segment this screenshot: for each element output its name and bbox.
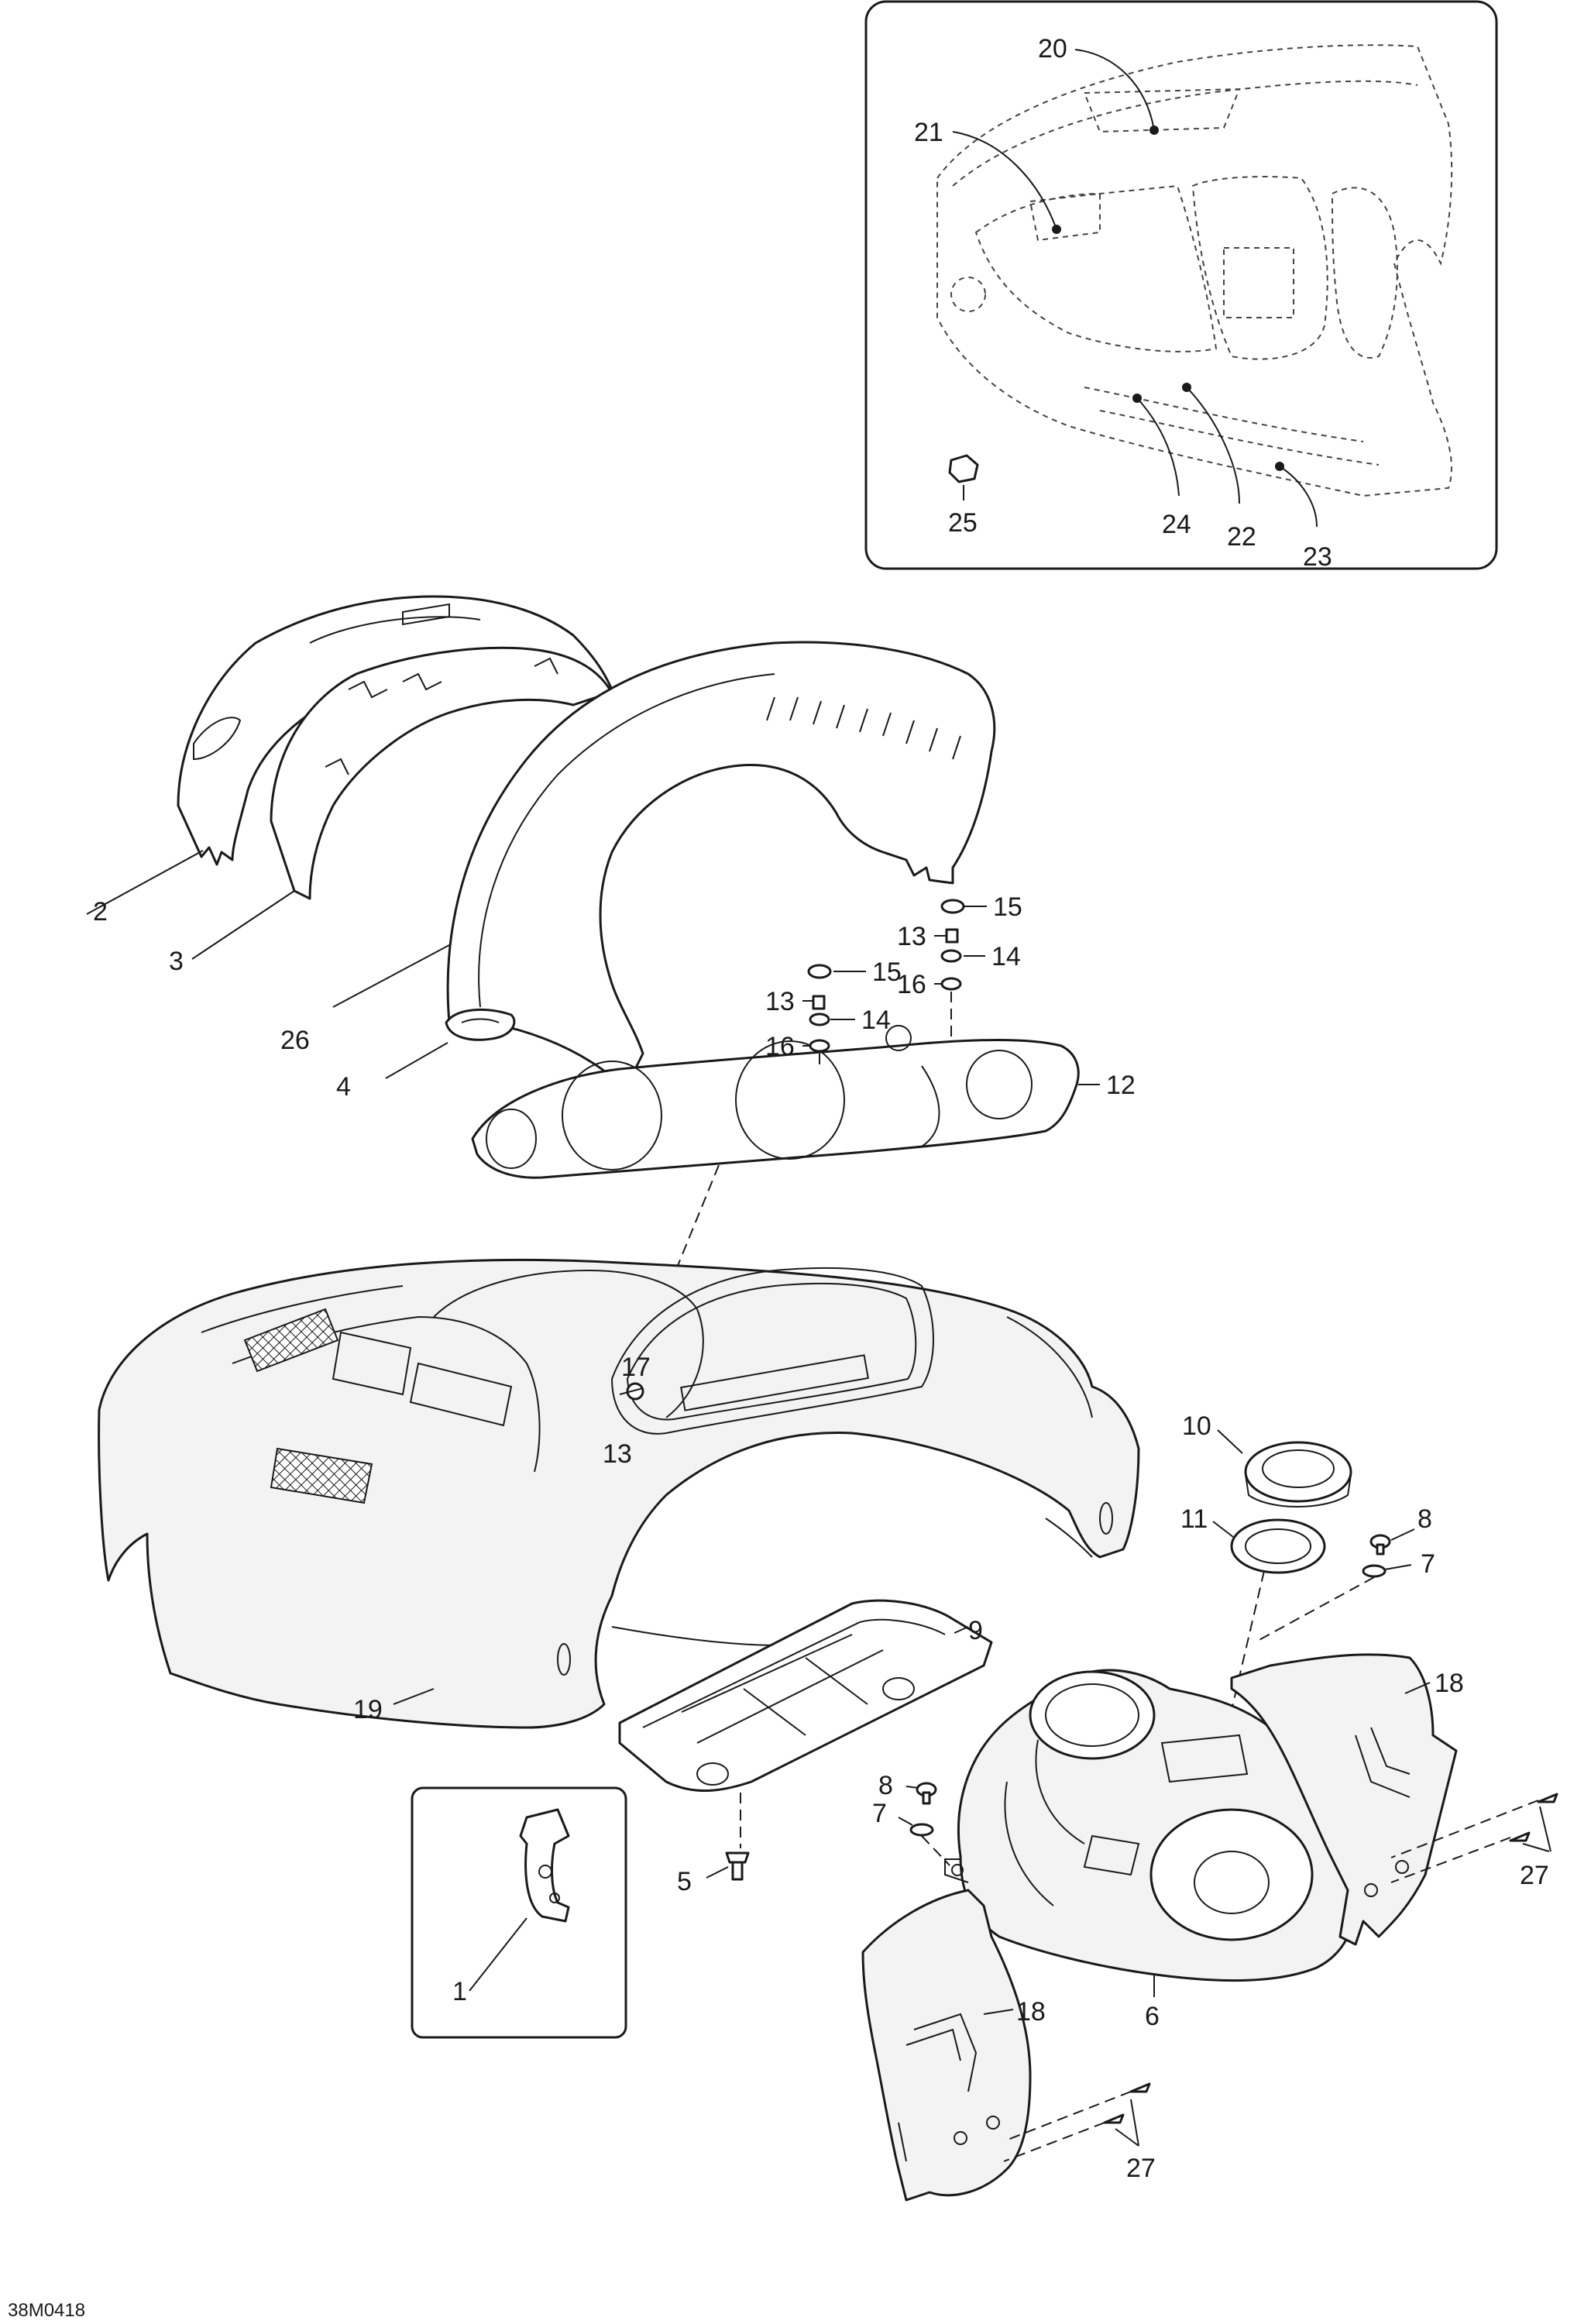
callout-18a: 18 bbox=[1435, 1669, 1464, 1698]
screw-8-left bbox=[916, 1782, 937, 1805]
callout-10: 10 bbox=[1182, 1411, 1211, 1441]
callout-4: 4 bbox=[336, 1072, 351, 1102]
inset-detail-box bbox=[864, 0, 1498, 570]
rivets-27-right bbox=[1509, 1793, 1558, 1842]
callout-20: 20 bbox=[1038, 34, 1067, 64]
callout-27a: 27 bbox=[1520, 1861, 1549, 1890]
callout-13b: 13 bbox=[897, 922, 926, 951]
callout-27b: 27 bbox=[1126, 2154, 1156, 2183]
callout-3: 3 bbox=[169, 947, 184, 976]
callout-16a: 16 bbox=[765, 1032, 795, 1061]
callout-13a: 13 bbox=[765, 987, 795, 1016]
washer-7-left bbox=[909, 1823, 934, 1837]
side-panel-18-left bbox=[861, 1889, 1032, 2202]
ring-11 bbox=[1230, 1518, 1326, 1574]
callout-8a: 8 bbox=[878, 1771, 893, 1800]
callout-2: 2 bbox=[93, 897, 108, 927]
callout-7a: 7 bbox=[872, 1799, 887, 1828]
callout-7b: 7 bbox=[1421, 1549, 1435, 1579]
part-4 bbox=[445, 1008, 516, 1041]
gauge-support-12 bbox=[471, 1025, 1080, 1179]
callout-11: 11 bbox=[1180, 1504, 1208, 1534]
panel-26 bbox=[446, 641, 996, 1086]
callout-15a: 15 bbox=[872, 957, 902, 987]
callout-24: 24 bbox=[1162, 510, 1191, 539]
callout-21: 21 bbox=[914, 118, 943, 147]
callout-19: 19 bbox=[353, 1695, 383, 1724]
hardware-stack-left bbox=[807, 964, 832, 1053]
ring-10 bbox=[1244, 1441, 1352, 1508]
callout-14b: 14 bbox=[991, 942, 1021, 971]
inset-part-1-box bbox=[411, 1786, 627, 2039]
callout-23: 23 bbox=[1303, 542, 1332, 572]
console-19 bbox=[98, 1258, 1140, 1729]
callout-22: 22 bbox=[1227, 522, 1256, 552]
callout-14a: 14 bbox=[861, 1006, 891, 1035]
rivets-27-left bbox=[1103, 2082, 1151, 2124]
callout-18b: 18 bbox=[1016, 1997, 1046, 2027]
callout-16b: 16 bbox=[897, 970, 926, 999]
drawing-code: 38M0418 bbox=[8, 2300, 85, 2321]
callout-26: 26 bbox=[280, 1026, 310, 1055]
cover-6 bbox=[944, 1669, 1358, 1982]
callout-13c: 13 bbox=[603, 1439, 632, 1469]
callout-17: 17 bbox=[621, 1353, 651, 1382]
hardware-stack-right bbox=[940, 899, 965, 991]
screw-5 bbox=[725, 1851, 750, 1881]
callout-9: 9 bbox=[968, 1616, 983, 1645]
callout-5: 5 bbox=[677, 1867, 692, 1896]
side-panel-18-right bbox=[1230, 1653, 1458, 1946]
callout-1: 1 bbox=[452, 1977, 467, 2006]
callout-6: 6 bbox=[1145, 2002, 1160, 2031]
callout-12: 12 bbox=[1106, 1071, 1136, 1100]
plate-9 bbox=[618, 1599, 993, 1792]
callout-25: 25 bbox=[948, 508, 978, 538]
washer-7-right bbox=[1362, 1564, 1387, 1578]
screw-8-right bbox=[1369, 1534, 1391, 1556]
callout-8b: 8 bbox=[1417, 1504, 1432, 1534]
callout-15b: 15 bbox=[993, 892, 1022, 922]
